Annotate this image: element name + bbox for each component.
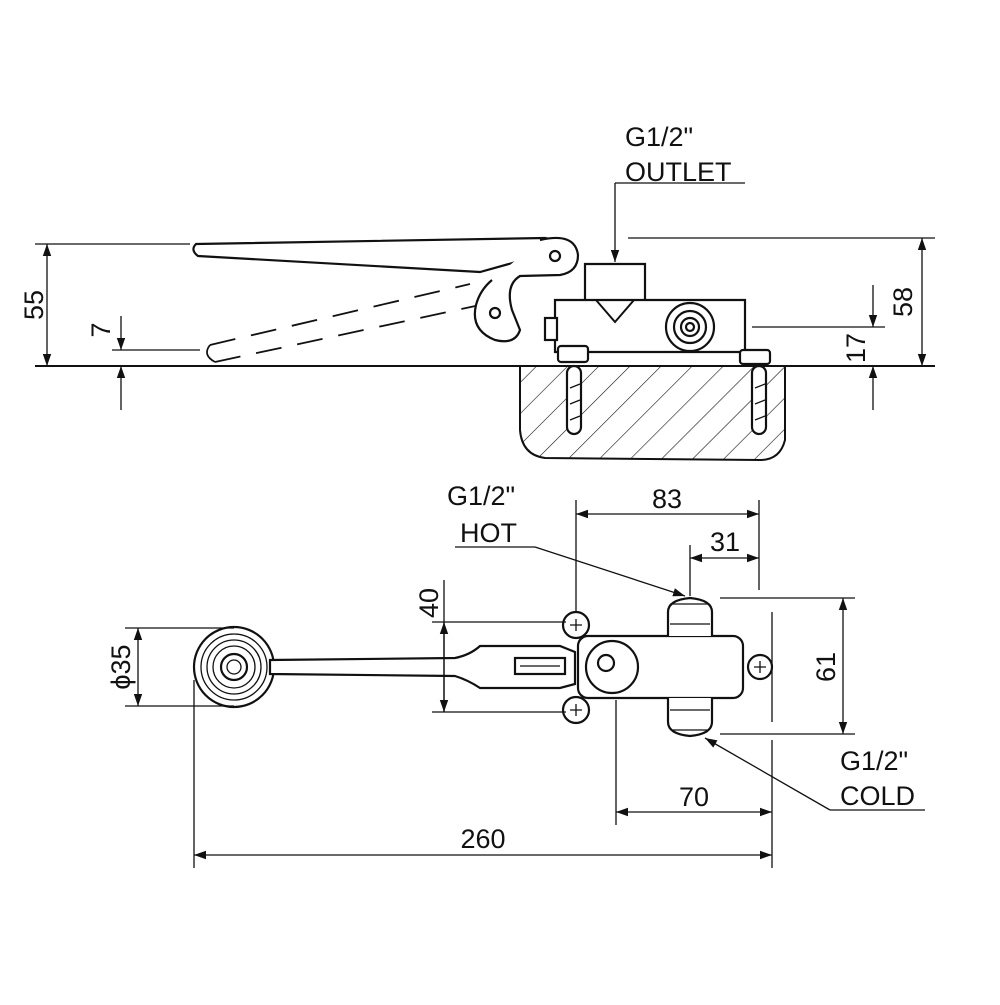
- pedal-disc: [192, 625, 276, 709]
- cold-leader: [704, 737, 831, 811]
- clamp-left: [556, 344, 590, 364]
- arm-pin: [488, 306, 502, 320]
- clamp-right: [738, 348, 772, 366]
- hinge-pin: [548, 249, 562, 263]
- dim-61-label: 61: [811, 652, 841, 682]
- dim-70-label: 70: [679, 782, 709, 812]
- dim-260-label: 260: [460, 824, 505, 854]
- hot-inlet: [666, 596, 714, 636]
- cold-label-line2: COLD: [840, 781, 915, 811]
- pedal-pressed-outline: [206, 283, 481, 363]
- hot-leader: [534, 546, 686, 597]
- hot-label-line1: G1/2": [447, 481, 515, 511]
- outlet-label-line1: G1/2": [625, 122, 693, 152]
- valve-body-side: [553, 298, 747, 354]
- dim-55-label: 55: [19, 290, 49, 320]
- cold-label-line1: G1/2": [840, 746, 908, 776]
- side-view: G1/2" OUTLET 55 7 58 17: [19, 122, 935, 462]
- floor-section: [519, 365, 786, 462]
- lever-arm: [473, 236, 580, 343]
- dim-31-label: 31: [710, 527, 740, 557]
- dim-7-label: 7: [86, 322, 116, 337]
- dim-17-label: 17: [841, 333, 871, 363]
- top-view: G1/2" HOT G1/2" COLD 83 31 40 61 ϕ35: [106, 481, 925, 868]
- lever-top: [268, 644, 577, 690]
- outlet-label-line2: OUTLET: [625, 157, 732, 187]
- cold-inlet: [666, 698, 714, 738]
- hot-label-line2: HOT: [460, 518, 517, 548]
- pedal-lever: [192, 236, 556, 274]
- dim-40-label: 40: [414, 588, 444, 618]
- dim-58-label: 58: [888, 287, 918, 317]
- dim-83-label: 83: [652, 484, 682, 514]
- dim-35-label: ϕ35: [106, 644, 136, 689]
